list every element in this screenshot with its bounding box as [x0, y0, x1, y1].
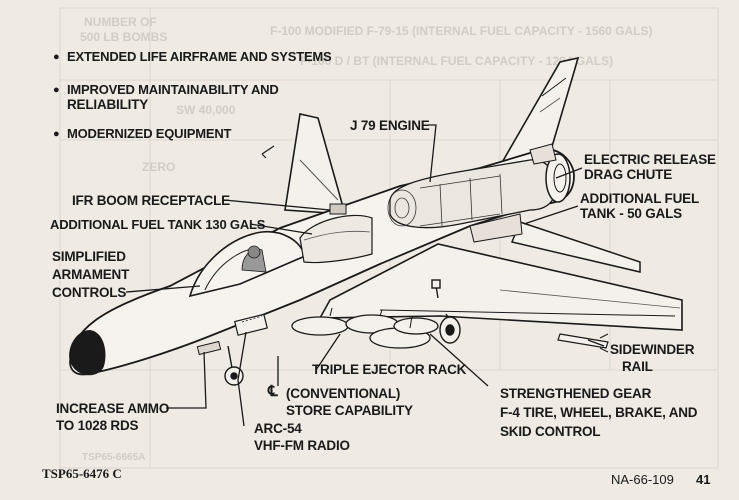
bullet-maintainability: IMPROVED MAINTAINABILITY AND: [53, 82, 279, 98]
bullet-modernized-equipment: MODERNIZED EQUIPMENT: [53, 126, 232, 142]
exhaust-nozzle: [545, 153, 571, 203]
label-ammo-line-2: TO 1028 RDS: [56, 418, 139, 433]
bullet-extended-life: EXTENDED LIFE AIRFRAME AND SYSTEMS: [53, 49, 332, 65]
ifr-receptacle: [329, 203, 347, 215]
gun-port: [196, 340, 222, 356]
bleed-through-legend-2: F-100 D / BT (INTERNAL FUEL CAPACITY - 1…: [300, 54, 614, 68]
label-centerline-symbol: ℄: [268, 383, 278, 400]
label-ammo-line-1: INCREASE AMMO: [56, 401, 170, 416]
label-triple-ejector-rack: TRIPLE EJECTOR RACK: [312, 362, 467, 377]
label-j79-engine: J 79 ENGINE: [350, 118, 430, 133]
horizontal-stabilizer: [510, 221, 641, 273]
bleed-through-legend-1: F-100 MODIFIED F-79-15 (INTERNAL FUEL CA…: [270, 24, 653, 38]
label-armament-line-2: ARMAMENT: [52, 267, 130, 282]
bleed-through-code: TSP65-6665A: [82, 452, 146, 463]
leader-lines: [125, 124, 605, 427]
drag-chute-housing: [529, 143, 557, 165]
label-store-line-1: (CONVENTIONAL): [286, 386, 401, 401]
label-radio-line-2: VHF-FM RADIO: [254, 438, 350, 453]
label-gear-line-1: STRENGTHENED GEAR: [500, 386, 652, 401]
radio-box: [233, 313, 268, 336]
wing-stores: [291, 314, 439, 349]
engine-detail: [387, 173, 503, 227]
label-armament-line-3: CONTROLS: [52, 285, 127, 300]
bleed-through-row-1: NUMBER OF: [84, 15, 157, 29]
label-drag-chute-line-1: ELECTRIC RELEASE: [584, 152, 716, 167]
engine-body: [389, 159, 557, 229]
label-radio-line-1: ARC-54: [254, 421, 302, 436]
nose-intake: [69, 330, 106, 376]
footer-report-code: NA-66-109: [611, 472, 674, 487]
footer-page-number: 41: [696, 472, 711, 487]
bleed-through-val-1: SW 40,000: [176, 103, 236, 117]
bleed-through-row-2: 500 LB BOMBS: [80, 30, 168, 44]
forward-fuel-tank: [299, 214, 373, 264]
label-sidewinder-line-1: SIDEWINDER: [610, 342, 695, 357]
pylons: [329, 307, 413, 329]
footer-document-code: TSP65-6476 C: [42, 466, 122, 481]
label-drag-chute-line-2: DRAG CHUTE: [584, 167, 672, 182]
label-ifr-boom: IFR BOOM RECEPTACLE: [72, 193, 230, 208]
label-forward-fuel-tank: ADDITIONAL FUEL TANK 130 GALS: [50, 217, 266, 232]
sidewinder-missile: [557, 333, 609, 349]
bullet-maintainability-line-2: RELIABILITY: [67, 97, 149, 112]
label-gear-line-3: SKID CONTROL: [500, 424, 601, 439]
left-wing: [284, 113, 347, 215]
label-aft-fuel-line-2: TANK - 50 GALS: [580, 206, 682, 221]
aft-fuel-tank: [469, 213, 523, 243]
label-sidewinder-line-2: RAIL: [622, 359, 653, 374]
landing-gear: [224, 279, 461, 386]
label-gear-line-2: F-4 TIRE, WHEEL, BRAKE, AND: [500, 405, 698, 420]
label-store-line-2: STORE CAPABILITY: [286, 403, 413, 418]
label-aft-fuel-line-1: ADDITIONAL FUEL: [580, 191, 699, 206]
label-armament-line-1: SIMPLIFIED: [52, 249, 126, 264]
